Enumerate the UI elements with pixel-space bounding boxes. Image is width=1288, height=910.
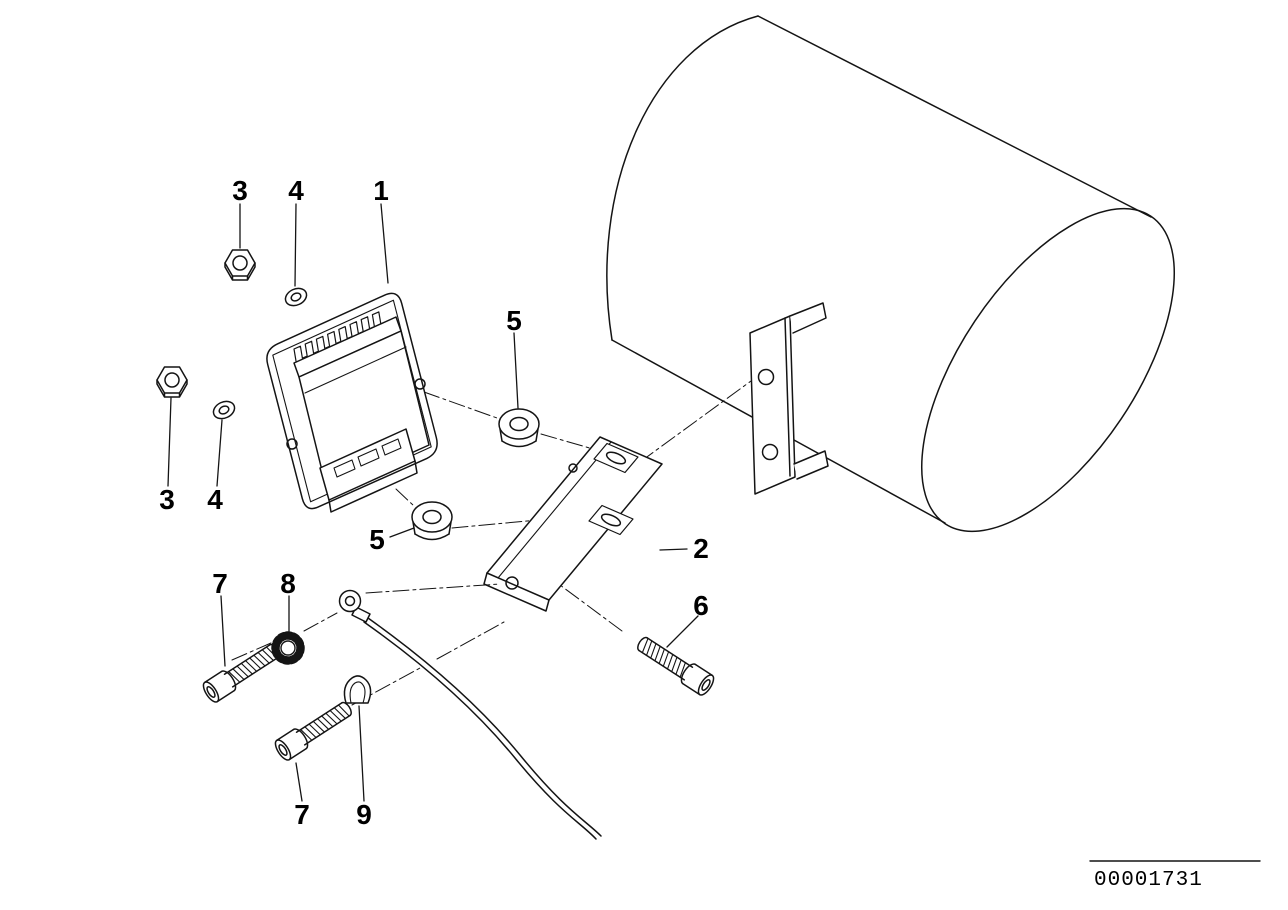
screw-6 <box>632 631 718 699</box>
bracket-hole <box>757 368 775 386</box>
grommet-upper <box>498 408 540 448</box>
mounting-bracket-plate <box>483 436 663 612</box>
part-label-5-upper[interactable]: 5 <box>506 305 522 336</box>
canister-cylinder <box>606 15 1175 533</box>
bracket-hole <box>761 443 779 461</box>
grommet-lower <box>411 501 453 541</box>
washer-lower <box>212 400 236 420</box>
part-label-9[interactable]: 9 <box>356 799 372 830</box>
ring-terminal-lug <box>338 589 371 623</box>
screw-7a <box>199 638 285 706</box>
control-module <box>266 292 438 513</box>
part-label-5-lower[interactable]: 5 <box>369 524 385 555</box>
leader-lines <box>167 203 699 802</box>
module-mount-hole <box>286 438 298 450</box>
center-lines <box>231 380 752 706</box>
washer-upper <box>284 287 308 307</box>
module-connector <box>319 428 418 513</box>
bracket-screw-hole <box>505 576 519 590</box>
part-label-1[interactable]: 1 <box>373 175 389 206</box>
part-label-7-upper[interactable]: 7 <box>212 568 228 599</box>
part-label-3-lower[interactable]: 3 <box>159 484 175 515</box>
canister-bracket <box>749 302 829 495</box>
part-label-6[interactable]: 6 <box>693 590 709 621</box>
part-label-2[interactable]: 2 <box>693 533 709 564</box>
serrated-washer <box>271 631 305 665</box>
hex-nut-upper <box>224 249 256 281</box>
screw-7b <box>271 696 357 764</box>
cable-clip <box>343 675 372 704</box>
part-label-7-lower[interactable]: 7 <box>294 799 310 830</box>
diagram-number: 00001731 <box>1094 869 1203 892</box>
part-label-3-upper[interactable]: 3 <box>232 175 248 206</box>
hex-nut-lower <box>156 366 188 398</box>
part-label-4-upper[interactable]: 4 <box>288 175 304 206</box>
ground-cable <box>338 589 602 840</box>
module-cooling-fins <box>293 311 382 362</box>
part-label-4-lower[interactable]: 4 <box>207 484 223 515</box>
part-label-8[interactable]: 8 <box>280 568 296 599</box>
bracket-small-hole <box>568 463 578 473</box>
module-mount-hole <box>414 378 426 390</box>
